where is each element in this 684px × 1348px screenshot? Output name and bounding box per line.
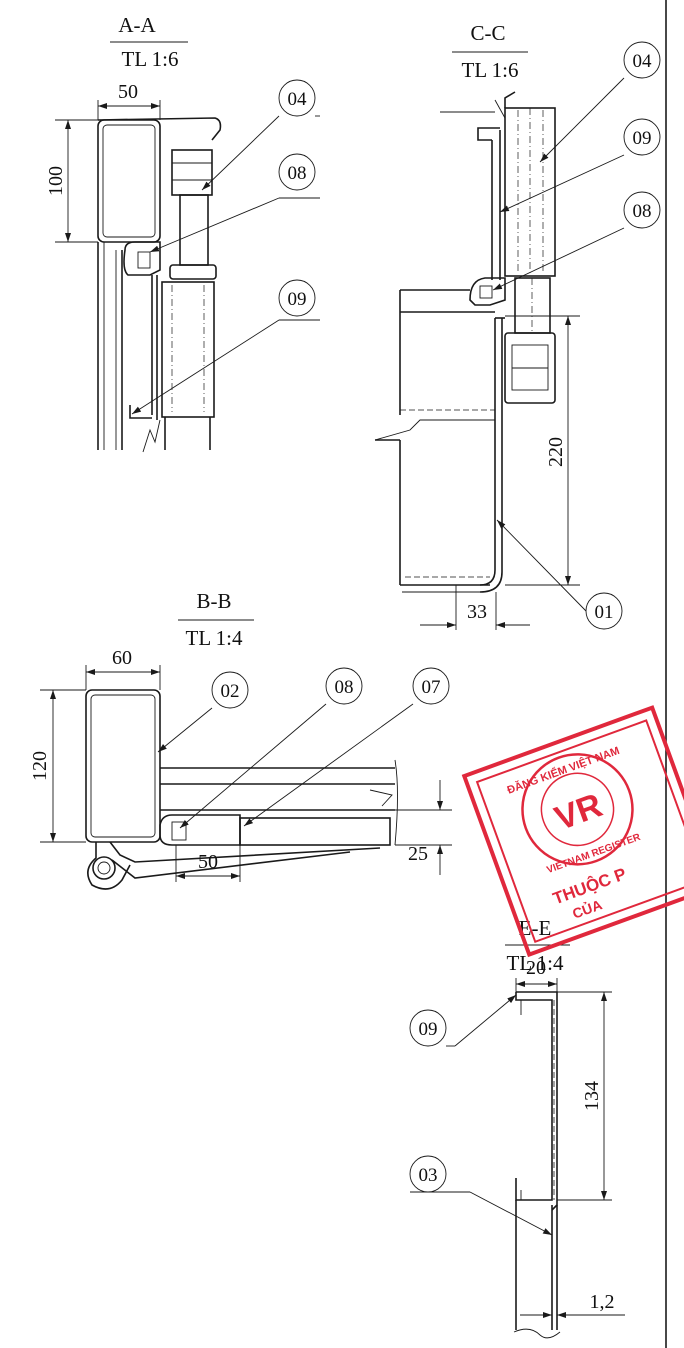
view-cc-dim-height: 220 <box>545 437 567 467</box>
view-ee-callout-03: 03 <box>419 1165 438 1186</box>
view-ee-scale: TL 1:4 <box>507 951 564 975</box>
view-aa-cover-plate <box>97 117 222 141</box>
view-aa-title: A-A <box>118 13 156 37</box>
view-cc-gasket <box>469 277 506 306</box>
view-cc-scale: TL 1:6 <box>462 58 519 82</box>
certification-stamp: ĐĂNG KIỂM VIỆT NAM VIETNAM REGISTER VR T… <box>461 705 684 958</box>
view-aa-tube-outer <box>97 119 161 243</box>
view-bb-dim-width-bottom: 50 <box>198 851 218 873</box>
view-ee: E-E TL 1:4 20 134 1,2 09 03 <box>409 916 625 1339</box>
view-bb-callout-08: 08 <box>335 677 354 698</box>
stamp-border-outer <box>461 705 684 958</box>
stamp-circle <box>521 753 634 866</box>
view-aa-dim-width: 50 <box>118 81 138 103</box>
view-bb-callout-07: 07 <box>422 677 441 698</box>
view-ee-dim-thickness: 1,2 <box>590 1291 615 1313</box>
view-bb-callout-02: 02 <box>221 681 240 702</box>
view-aa-dim-height: 100 <box>45 166 67 196</box>
view-cc-callout-09: 09 <box>633 128 652 149</box>
stamp-side-text: VIETNAM REGISTER <box>545 832 642 876</box>
view-aa-gasket <box>123 241 161 276</box>
view-bb-dim-width-top: 60 <box>112 647 132 669</box>
view-aa-tube-inner <box>102 124 156 238</box>
view-aa-scale: TL 1:6 <box>122 47 179 71</box>
stamp-top-text: ĐĂNG KIỂM VIỆT NAM <box>505 744 621 797</box>
view-bb-dim-offset: 25 <box>408 843 428 865</box>
view-cc-door-leaf <box>479 318 496 586</box>
view-aa: A-A TL 1:6 50 <box>45 13 320 453</box>
view-aa-hinge-upper <box>171 149 213 196</box>
stamp-border-inner <box>475 719 684 944</box>
view-bb: B-B TL 1:4 60 120 50 <box>29 589 452 890</box>
view-bb-scale: TL 1:4 <box>186 626 243 650</box>
view-cc-title: C-C <box>470 21 505 45</box>
view-ee-callout-09: 09 <box>419 1019 438 1040</box>
view-cc-hinge-lower <box>504 332 556 404</box>
view-ee-dim-width: 20 <box>526 957 546 979</box>
view-cc-dim-width: 33 <box>467 601 487 623</box>
view-aa-callout-09: 09 <box>288 289 307 310</box>
view-ee-dim-height: 134 <box>581 1081 603 1111</box>
view-aa-hinge-lower <box>161 281 215 418</box>
view-cc-callout-04: 04 <box>633 51 653 72</box>
view-bb-hinge-arm <box>109 841 381 863</box>
view-bb-dim-height: 120 <box>29 751 51 781</box>
view-bb-title: B-B <box>196 589 231 613</box>
view-aa-hinge-ring <box>169 264 217 280</box>
view-ee-channel <box>515 992 553 1201</box>
view-aa-callout-08: 08 <box>288 163 307 184</box>
view-bb-member-07 <box>239 817 391 846</box>
view-cc-callout-01: 01 <box>595 602 614 623</box>
view-bb-tube-outer <box>85 689 161 843</box>
view-cc: C-C TL 1:6 <box>374 21 661 630</box>
view-cc-callout-08: 08 <box>633 201 652 222</box>
view-aa-callout-04: 04 <box>288 89 308 110</box>
stamp-logo: VR <box>550 786 607 838</box>
